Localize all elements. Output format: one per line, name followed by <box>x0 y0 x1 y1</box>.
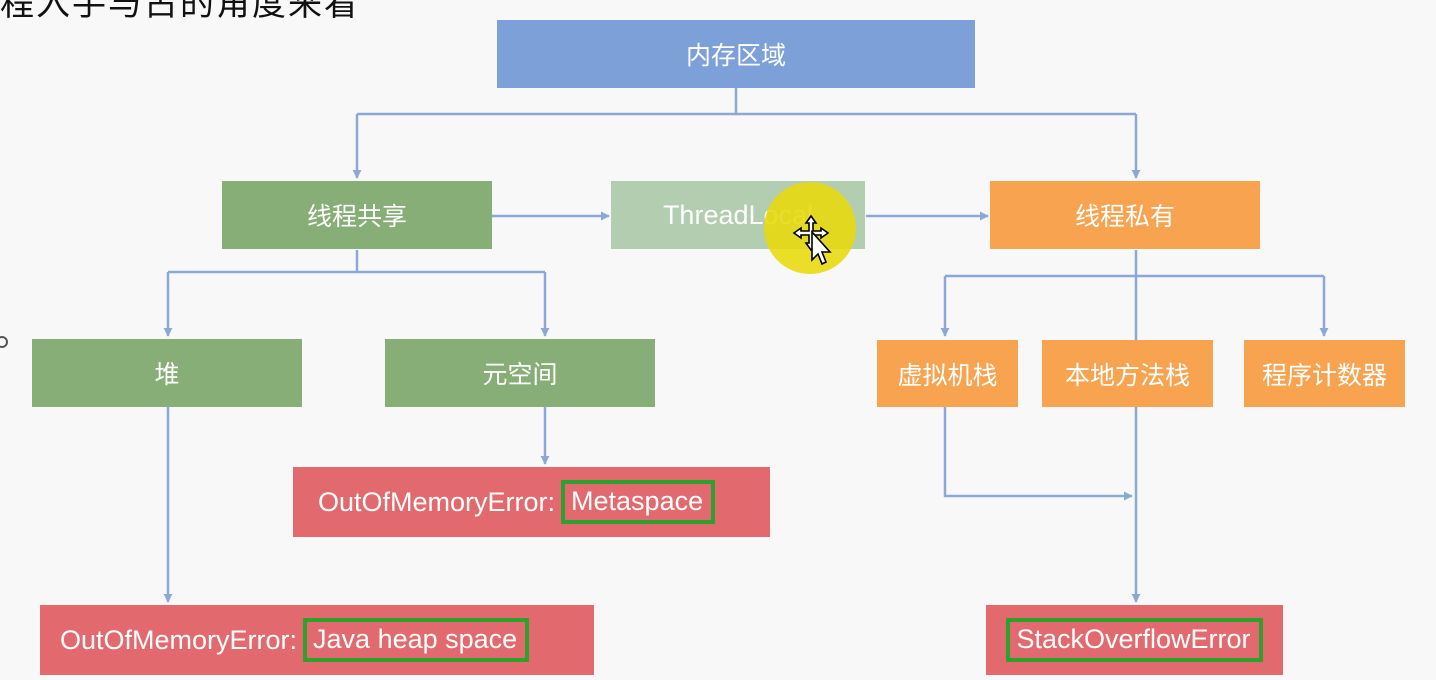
thread-private-node: 线程私有 <box>990 181 1260 249</box>
thread-shared-node: 线程共享 <box>222 181 492 249</box>
heap-error-node: OutOfMemoryError: Java heap space <box>40 605 594 675</box>
memory-area-root-node: 内存区域 <box>497 20 975 88</box>
stack-overflow-error-node: StackOverflowError <box>986 605 1283 675</box>
heap-error-prefix: OutOfMemoryError: <box>60 624 298 655</box>
heap-node: 堆 <box>32 339 302 407</box>
program-counter-node: 程序计数器 <box>1244 340 1405 407</box>
heap-label: 堆 <box>154 360 180 389</box>
vm-stack-node: 虚拟机栈 <box>877 340 1018 407</box>
metaspace-error-prefix: OutOfMemoryError: <box>318 486 556 517</box>
program-counter-label: 程序计数器 <box>1261 360 1387 390</box>
thread-shared-label: 线程共享 <box>306 202 407 231</box>
native-method-stack-label: 本地方法栈 <box>1064 360 1190 390</box>
memory-area-root-label: 内存区域 <box>685 41 786 70</box>
vm-stack-label: 虚拟机栈 <box>897 360 998 390</box>
native-method-stack-node: 本地方法栈 <box>1042 340 1213 407</box>
metaspace-label: 元空间 <box>482 360 558 389</box>
heap-error-highlight: Java heap space <box>303 618 530 662</box>
metaspace-error-node: OutOfMemoryError: Metaspace <box>293 467 770 537</box>
metaspace-node: 元空间 <box>385 339 655 407</box>
page-heading-fragment: 程入手与占的角度来看 <box>0 0 360 24</box>
metaspace-error-highlight: Metaspace <box>561 480 716 524</box>
thread-private-label: 线程私有 <box>1074 202 1175 231</box>
arrow-vm-stack-to-trunk <box>943 406 1133 501</box>
left-edge-mark <box>0 336 8 348</box>
stack-overflow-error-highlight: StackOverflowError <box>1006 618 1263 662</box>
move-cursor-icon <box>792 214 832 266</box>
